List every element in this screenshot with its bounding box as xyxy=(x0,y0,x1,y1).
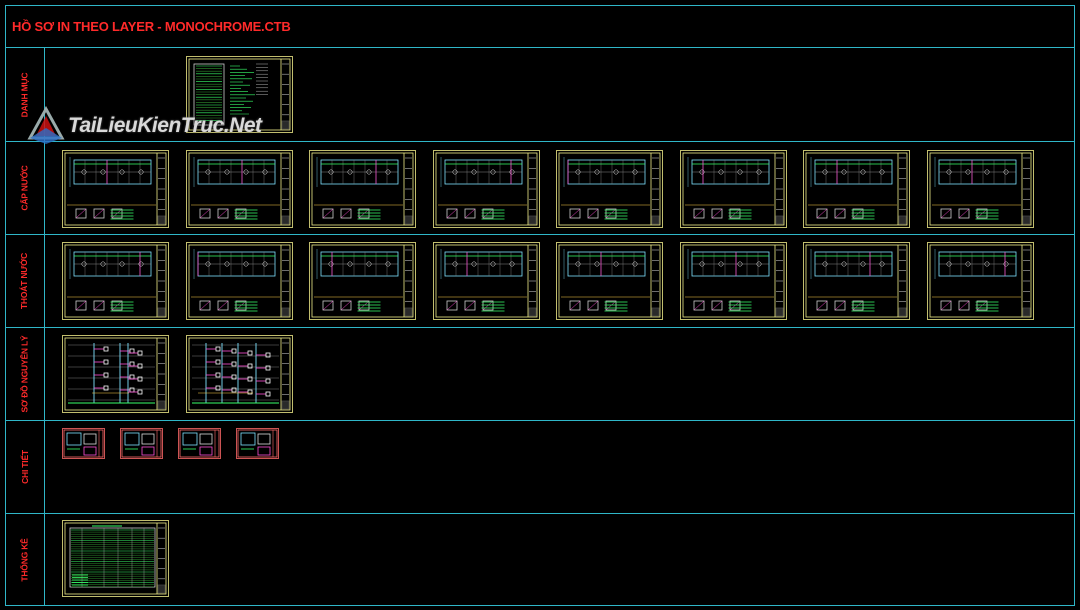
row-label-water-supply: CẤP NƯỚC xyxy=(19,165,30,211)
sheet-thumbnail-floor-plan[interactable] xyxy=(803,150,910,228)
sheet-drawing xyxy=(178,428,221,459)
sheet-thumbnail-floor-plan[interactable] xyxy=(309,150,416,228)
grid-line-label-column xyxy=(44,47,45,606)
sheet-drawing xyxy=(186,242,293,320)
sheet-thumbnail-floor-plan[interactable] xyxy=(927,242,1034,320)
watermark-text: TaiLieuKienTruc.Net xyxy=(68,114,262,137)
grid-line xyxy=(5,327,1075,328)
grid-line xyxy=(5,234,1075,235)
sheet-thumbnail-floor-plan[interactable] xyxy=(680,150,787,228)
sheet-thumbnail-detail[interactable] xyxy=(178,428,221,459)
sheet-drawing xyxy=(680,242,787,320)
grid-line-bottom xyxy=(5,605,1075,606)
sheet-drawing xyxy=(186,150,293,228)
sheet-thumbnail-floor-plan[interactable] xyxy=(186,242,293,320)
grid-line xyxy=(5,513,1075,514)
grid-line-right xyxy=(1074,5,1075,606)
sheet-drawing xyxy=(62,150,169,228)
sheet-thumbnail-detail[interactable] xyxy=(120,428,163,459)
sheet-thumbnail-schematic[interactable] xyxy=(62,335,169,413)
grid-line xyxy=(5,141,1075,142)
sheet-thumbnail-table-sheet[interactable] xyxy=(62,520,169,597)
sheet-thumbnail-schematic[interactable] xyxy=(186,335,293,413)
tailieukientruc-logo-icon xyxy=(27,106,65,144)
sheet-drawing xyxy=(556,150,663,228)
sheet-thumbnail-floor-plan[interactable] xyxy=(556,242,663,320)
sheet-thumbnail-floor-plan[interactable] xyxy=(186,150,293,228)
watermark: TaiLieuKienTruc.Net xyxy=(26,102,262,150)
grid-line-top xyxy=(5,5,1075,6)
row-label-details: CHI TIẾT xyxy=(19,450,30,484)
sheet-drawing xyxy=(433,150,540,228)
sheet-thumbnail-floor-plan[interactable] xyxy=(803,242,910,320)
sheet-drawing xyxy=(62,428,105,459)
sheet-drawing xyxy=(62,520,169,597)
sheet-thumbnail-floor-plan[interactable] xyxy=(62,150,169,228)
sheet-thumbnail-floor-plan[interactable] xyxy=(556,150,663,228)
sheet-drawing xyxy=(680,150,787,228)
grid-line xyxy=(5,420,1075,421)
sheet-thumbnail-floor-plan[interactable] xyxy=(309,242,416,320)
sheet-thumbnail-index-sheet[interactable] xyxy=(186,56,293,133)
grid-line-left xyxy=(5,5,6,606)
sheet-thumbnail-floor-plan[interactable] xyxy=(680,242,787,320)
sheet-thumbnail-detail[interactable] xyxy=(62,428,105,459)
sheet-drawing xyxy=(803,150,910,228)
sheet-drawing xyxy=(433,242,540,320)
row-label-drainage: THOÁT NƯỚC xyxy=(19,252,30,310)
sheet-drawing xyxy=(236,428,279,459)
sheet-drawing xyxy=(803,242,910,320)
sheet-drawing xyxy=(309,242,416,320)
row-label-statistics: THỐNG KÊ xyxy=(19,537,30,582)
sheet-drawing xyxy=(186,335,293,413)
page-title: HỒ SƠ IN THEO LAYER - MONOCHROME.CTB xyxy=(12,19,291,34)
sheet-drawing xyxy=(62,242,169,320)
row-label-schematic: SƠ ĐỒ NGUYÊN LÝ xyxy=(19,335,30,413)
sheet-drawing xyxy=(927,150,1034,228)
grid-line xyxy=(5,47,1075,48)
sheet-drawing xyxy=(186,56,293,133)
sheet-thumbnail-floor-plan[interactable] xyxy=(62,242,169,320)
sheet-drawing xyxy=(309,150,416,228)
sheet-thumbnail-floor-plan[interactable] xyxy=(927,150,1034,228)
sheet-drawing xyxy=(927,242,1034,320)
sheet-thumbnail-floor-plan[interactable] xyxy=(433,150,540,228)
sheet-thumbnail-floor-plan[interactable] xyxy=(433,242,540,320)
sheet-drawing xyxy=(120,428,163,459)
sheet-drawing xyxy=(62,335,169,413)
sheet-drawing xyxy=(556,242,663,320)
sheet-thumbnail-detail[interactable] xyxy=(236,428,279,459)
